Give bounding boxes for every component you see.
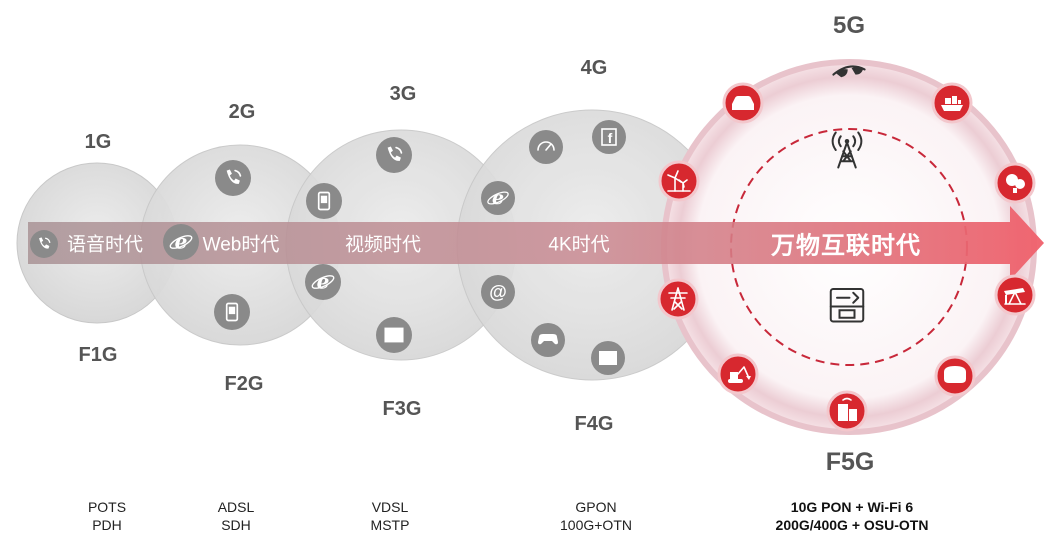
tech-f2g: ADSL SDH: [218, 498, 255, 534]
oil-pump-icon: [994, 274, 1036, 316]
tech-f4g-line2: 100G+OTN: [560, 517, 632, 533]
tech-f1g-line2: PDH: [92, 517, 122, 533]
label-2g: 2G: [228, 101, 256, 123]
facebook-icon: f: [592, 120, 626, 154]
ie-browser-icon: e: [305, 264, 341, 300]
label-f5g: F5G: [825, 448, 875, 476]
tech-f3g-line2: MSTP: [370, 517, 410, 533]
svg-text:e: e: [175, 229, 188, 253]
era-4k: 4K时代: [548, 234, 610, 256]
label-1g: 1G: [84, 131, 112, 153]
power-tower-icon: [657, 278, 699, 320]
video-play-icon: [591, 341, 625, 375]
tech-f5g-line2: 200G/400G + OSU-OTN: [775, 517, 929, 533]
robot-arm-icon: [994, 162, 1036, 204]
tech-f2g-line2: SDH: [221, 517, 251, 533]
label-f2g: F2G: [224, 373, 264, 395]
control-panel-icon: [829, 288, 865, 323]
car-icon: [722, 82, 764, 124]
tech-f3g: VDSL MSTP: [371, 498, 410, 534]
wind-turbine-icon: [658, 160, 700, 202]
era-web: Web时代: [202, 234, 280, 256]
excavator-icon: [717, 353, 759, 395]
vr-headset-icon: [934, 355, 976, 397]
ship-icon: [931, 82, 973, 124]
tech-f5g-line1: 10G PON + Wi-Fi 6: [790, 499, 914, 515]
at-sign-icon: @: [481, 275, 515, 309]
gamepad-icon: [531, 323, 565, 357]
vr-glasses-icon: [832, 65, 866, 78]
svg-text:e: e: [317, 269, 330, 293]
phone-icon: [30, 230, 58, 258]
tech-f5g: 10G PON + Wi-Fi 6 200G/400G + OSU-OTN: [776, 498, 929, 534]
era-video: 视频时代: [344, 234, 422, 256]
evolution-arrow: [28, 206, 1044, 280]
mobile-device-icon: [306, 183, 342, 219]
label-f3g: F3G: [382, 398, 422, 420]
phone-icon: [215, 160, 251, 196]
phone-icon: [376, 137, 412, 173]
era-iot: 万物互联时代: [771, 232, 921, 260]
era-voice: 语音时代: [66, 234, 144, 256]
tech-f4g-line1: GPON: [575, 499, 617, 515]
svg-text:@: @: [489, 282, 507, 302]
svg-text:e: e: [492, 187, 504, 209]
signal-tower-icon: [831, 131, 863, 169]
mobile-device-icon: [214, 294, 250, 330]
tech-f3g-line1: VDSL: [371, 499, 409, 515]
tech-f1g: POTS PDH: [88, 498, 126, 534]
label-f1g: F1G: [78, 344, 118, 366]
label-f4g: F4G: [574, 413, 614, 435]
label-3g: 3G: [389, 83, 417, 105]
smart-building-icon: [826, 390, 868, 432]
video-play-icon: [376, 317, 412, 353]
ie-browser-icon: e: [481, 181, 515, 215]
tech-f1g-line1: POTS: [87, 499, 127, 515]
label-4g: 4G: [580, 57, 608, 79]
tech-f4g: GPON 100G+OTN: [560, 498, 632, 534]
svg-text:f: f: [608, 130, 613, 146]
ie-browser-icon: e: [163, 224, 199, 260]
speedometer-icon: [529, 130, 563, 164]
tech-f2g-line1: ADSL: [217, 499, 255, 515]
label-5g: 5G: [832, 12, 866, 39]
